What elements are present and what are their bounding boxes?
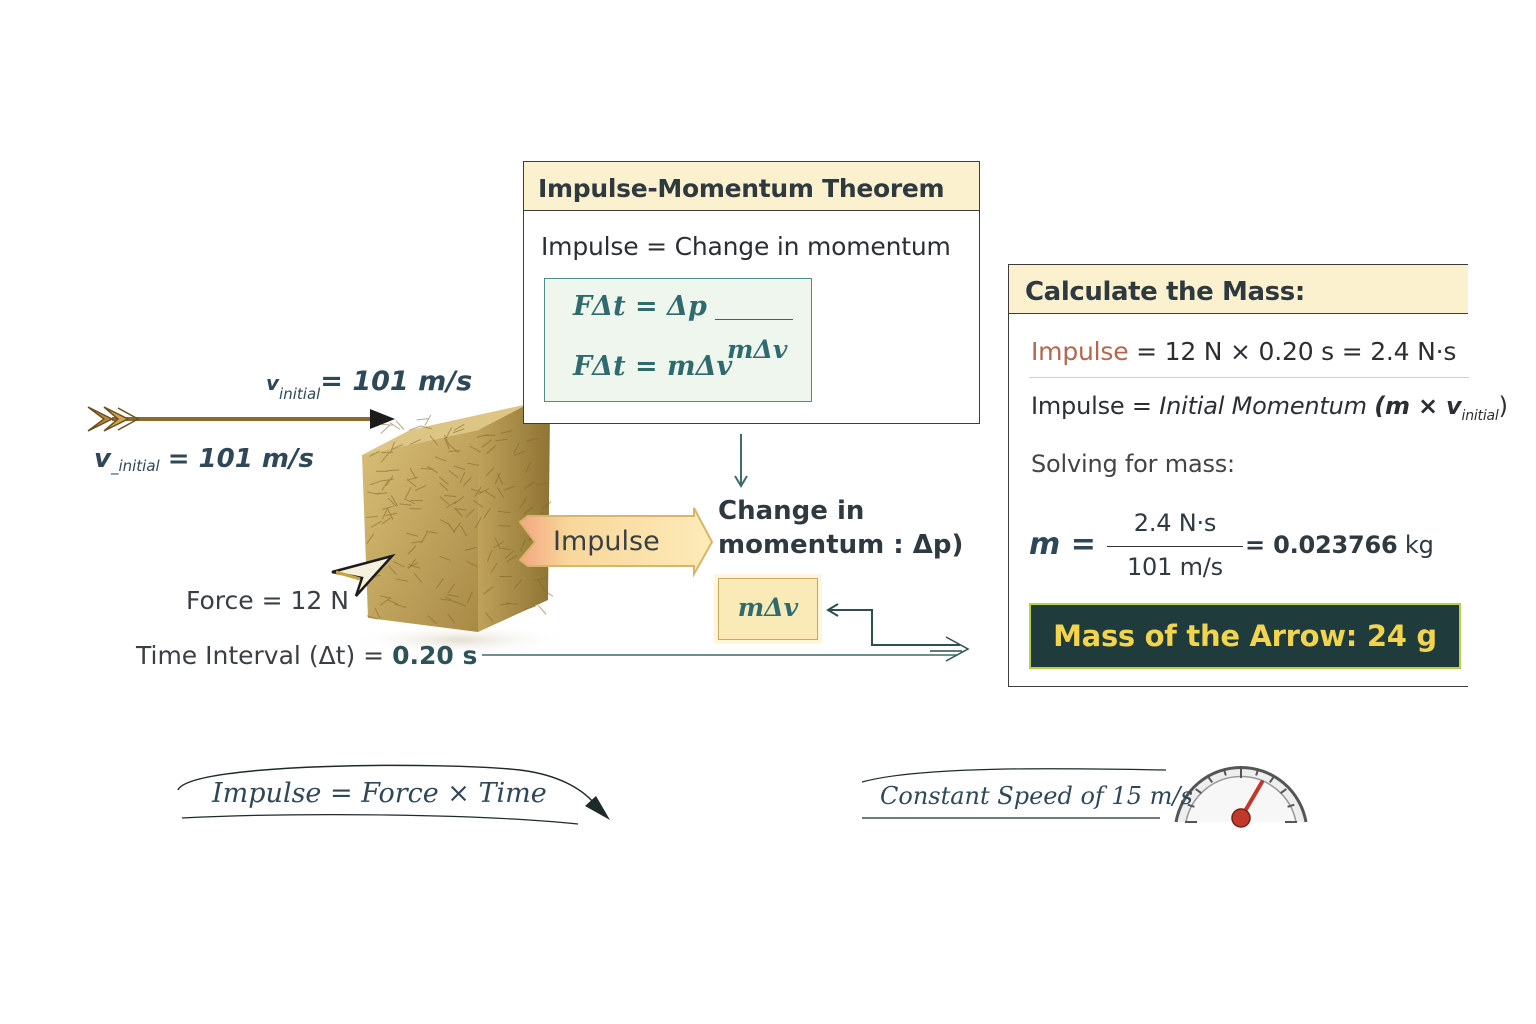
equation-side-term: mΔv (727, 335, 788, 364)
impulse-momentum-line: Impulse = Initial Momentum (m × vinitial… (1031, 392, 1508, 424)
impulse-calc: = 12 N × 0.20 s = 2.4 N·s (1136, 337, 1457, 366)
mass-symbol: m = (1029, 527, 1096, 562)
velocity-symbol: v (266, 371, 280, 395)
change-line-2: momentum : Δp) (718, 530, 964, 560)
initial-velocity-bottom: v_initial = 101 m/s (94, 444, 314, 475)
time-interval-value: 0.20 s (392, 641, 478, 670)
equation-box: FΔt = Δp FΔt = mΔv mΔv (544, 278, 812, 402)
calc-divider (1029, 377, 1469, 378)
initial-velocity-top: vinitial= 101 m/s (266, 366, 473, 403)
velocity-subscript: _initial (110, 457, 160, 475)
time-interval-label: Time Interval (Δt) = 0.20 s (136, 641, 477, 670)
change-line-1: Change in (718, 496, 865, 526)
velocity-value: = 101 m/s (167, 444, 314, 474)
change-in-momentum: Change in momentum : Δp) (718, 494, 963, 562)
impulse-arrow-icon (518, 507, 714, 578)
initial-subscript: initial (1461, 408, 1499, 424)
time-interval-text: Time Interval (Δt) = (136, 641, 385, 670)
hay-bale-icon (350, 404, 570, 656)
equation-2: FΔt = mΔv (573, 351, 733, 382)
impulse-calc-line: Impulse = 12 N × 0.20 s = 2.4 N·s (1031, 337, 1456, 366)
constant-speed-note: Constant Speed of 15 m/s (880, 782, 1193, 810)
impulse-formula-note: Impulse = Force × Time (212, 778, 547, 809)
velocity-symbol: v (94, 444, 111, 474)
connector-arrow-icon (826, 603, 970, 662)
equation-rule (715, 319, 793, 320)
fraction-bar (1107, 546, 1243, 547)
calculate-title: Calculate the Mass: (1009, 265, 1468, 314)
theorem-statement: Impulse = Change in momentum (541, 232, 951, 261)
solving-label: Solving for mass: (1031, 450, 1235, 478)
theorem-title: Impulse-Momentum Theorem (524, 162, 979, 211)
force-label: Force = 12 N (186, 586, 349, 615)
calculate-panel: Calculate the Mass: Impulse = 12 N × 0.2… (1008, 264, 1508, 687)
equation-1: FΔt = Δp (573, 291, 707, 322)
speed-underline (861, 768, 1167, 819)
arrow-projectile-icon (87, 406, 395, 432)
mass-velocity-text: mΔv (737, 593, 799, 622)
fraction-denominator: 101 m/s (1126, 553, 1223, 581)
mass-result: = 0.023766 kg (1245, 531, 1434, 559)
impulse-label: Impulse (553, 526, 660, 557)
fraction-numerator: 2.4 N·s (1133, 509, 1217, 537)
impulse-eq-part: Impulse = (1031, 392, 1160, 420)
down-arrow-icon (734, 434, 748, 488)
curved-arrow-icon (177, 764, 610, 825)
m-times-v: (m × v (1374, 392, 1462, 420)
mass-velocity-box: mΔv (714, 574, 822, 644)
mass-result-value: = 0.023766 (1245, 531, 1398, 559)
speedometer-icon (1174, 765, 1308, 828)
initial-momentum-text: Initial Momentum (1159, 392, 1367, 420)
final-answer-banner: Mass of the Arrow: 24 g (1029, 603, 1461, 669)
close-paren: ) (1498, 392, 1508, 420)
velocity-subscript: initial (279, 385, 321, 403)
force-pointer-icon (331, 553, 396, 597)
impulse-word: Impulse (1031, 337, 1129, 366)
velocity-value: = 101 m/s (320, 366, 473, 397)
mass-result-unit: kg (1404, 531, 1434, 559)
theorem-panel: Impulse-Momentum Theorem Impulse = Chang… (523, 161, 980, 424)
